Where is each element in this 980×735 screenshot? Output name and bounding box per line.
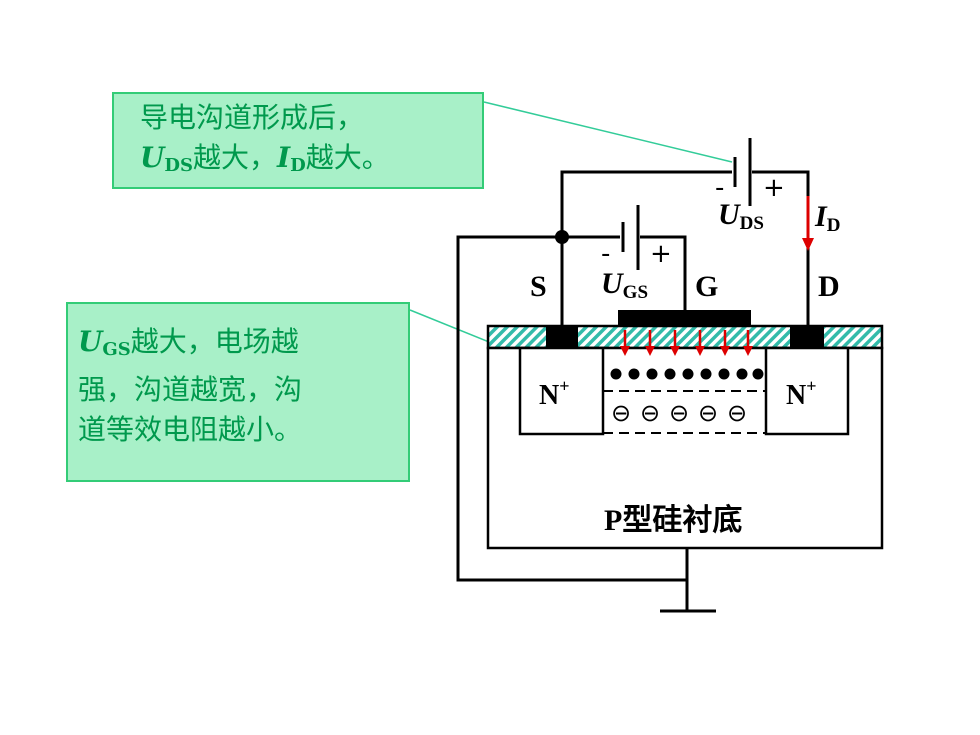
source-n-region: [518, 346, 605, 436]
uds-label: UDS: [718, 198, 764, 234]
ugs-effect-note: UGS越大，电场越 强，沟道越宽，沟 道等效电阻越小。: [66, 302, 410, 482]
source-label: S: [530, 270, 547, 303]
circuit-wires: [456, 170, 810, 613]
channel-region: ⊖ ⊖ ⊖ ⊖ ⊖: [603, 368, 766, 434]
gate-electrode: [618, 310, 751, 327]
drain-n-region: [764, 346, 850, 436]
drain-label: D: [818, 270, 840, 303]
source-junction-dot: [555, 230, 569, 244]
source-n-plus-label: N+: [539, 376, 570, 411]
gate-label: G: [695, 270, 718, 303]
electric-field-arrows: [620, 330, 753, 356]
substrate-label: P型硅衬底: [604, 504, 742, 537]
source-contact: [546, 326, 578, 348]
svg-text:⊖: ⊖: [698, 399, 718, 427]
uds-note-line1: 导电沟道形成后，: [140, 101, 365, 134]
svg-text:⊖: ⊖: [669, 399, 689, 427]
drain-n-plus-label: N+: [786, 376, 817, 411]
ugs-plus: +: [650, 239, 672, 269]
svg-text:⊖: ⊖: [727, 399, 747, 427]
leader-line-uds-note: [483, 101, 733, 163]
uds-minus: -: [715, 173, 724, 203]
ugs-label: UGS: [601, 267, 648, 303]
ugs-battery: [621, 205, 640, 270]
negative-ions: ⊖ ⊖ ⊖ ⊖ ⊖: [611, 399, 747, 427]
svg-text:⊖: ⊖: [640, 399, 660, 427]
ugs-note-line1: UGS越大，电场越: [78, 325, 299, 360]
uds-effect-note: 导电沟道形成后， UDS越大，ID越大。: [112, 92, 484, 189]
svg-text:⊖: ⊖: [611, 399, 631, 427]
ugs-note-line2: 强，沟道越宽，沟: [78, 373, 303, 406]
uds-battery: [733, 138, 752, 206]
ugs-note-line3: 道等效电阻越小。: [78, 413, 303, 446]
drain-current-arrow: [802, 196, 814, 251]
uds-plus: +: [763, 173, 785, 203]
ugs-minus: -: [601, 239, 610, 269]
uds-note-line2: UDS越大，ID越大。: [140, 141, 390, 176]
id-label: ID: [814, 200, 840, 236]
channel-electrons: [610, 368, 764, 380]
drain-contact: [790, 326, 824, 348]
